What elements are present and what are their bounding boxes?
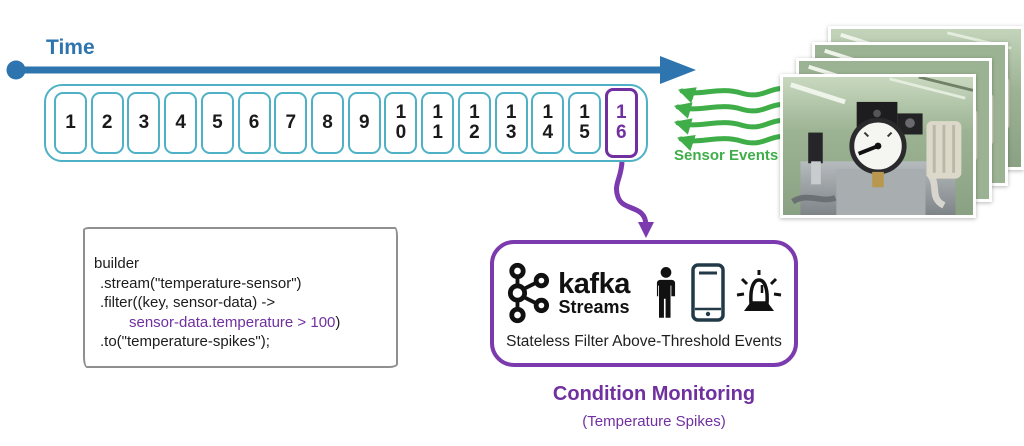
code-line-5: .to("temperature-spikes"); <box>100 333 270 350</box>
event-stream-track: 1 2 3 4 5 6 7 8 9 10 11 12 13 14 15 16 <box>44 84 648 162</box>
code-line-2: .stream("temperature-sensor") <box>100 274 302 292</box>
event-cell-15: 15 <box>568 92 602 154</box>
event-cell-5: 5 <box>200 92 234 154</box>
code-line-4: sensor-data.temperature > 100) <box>129 313 341 331</box>
event-cell-1: 1 <box>54 92 87 154</box>
siren-alarm-icon <box>736 270 782 311</box>
pressure-gauge-photo <box>783 77 973 215</box>
person-icon <box>656 267 675 318</box>
event-cell-3: 3 <box>127 92 161 154</box>
event-cell-4: 4 <box>164 92 198 154</box>
event-cell-6: 6 <box>237 92 271 154</box>
time-label: Time <box>46 36 95 59</box>
sensor-event-arrows-icon <box>673 86 799 152</box>
code-highlight: sensor-data.temperature > 100 <box>129 313 336 331</box>
event-cell-11: 11 <box>421 92 455 154</box>
temperature-spikes-subtitle: (Temperature Spikes) <box>582 413 726 430</box>
kafka-streams-brand: kafka Streams <box>506 260 630 326</box>
event-to-processor-arrow-icon <box>614 157 654 238</box>
event-cell-2: 2 <box>90 92 124 154</box>
event-cell-14: 14 <box>531 92 565 154</box>
event-cell-16-highlighted: 16 <box>604 88 638 158</box>
machine-photo-front <box>780 74 976 218</box>
event-cell-7: 7 <box>274 92 308 154</box>
event-cell-9: 9 <box>347 92 381 154</box>
kafka-logo-icon <box>508 262 550 324</box>
event-cell-12: 12 <box>457 92 491 154</box>
code-line-3: .filter((key, sensor-data) -> <box>100 294 276 311</box>
kafka-streams-processor-box: kafka Streams <box>490 240 798 367</box>
code-snippet-block: builder .stream("temperature-sensor") .f… <box>83 227 398 368</box>
processor-caption: Stateless Filter Above-Threshold Events <box>506 333 782 350</box>
streams-wordmark: Streams <box>558 296 630 317</box>
machine-photo-stack <box>780 26 1024 222</box>
smartphone-icon <box>691 263 725 322</box>
code-line-1: builder <box>94 255 140 272</box>
sensor-events-label: Sensor Events <box>674 147 779 164</box>
event-cell-8: 8 <box>311 92 345 154</box>
kafka-wordmark: kafka <box>558 267 630 300</box>
event-cell-10: 10 <box>384 92 418 154</box>
condition-monitoring-title: Condition Monitoring <box>552 383 756 405</box>
time-arrow-icon <box>6 56 696 84</box>
event-cell-13: 13 <box>494 92 528 154</box>
